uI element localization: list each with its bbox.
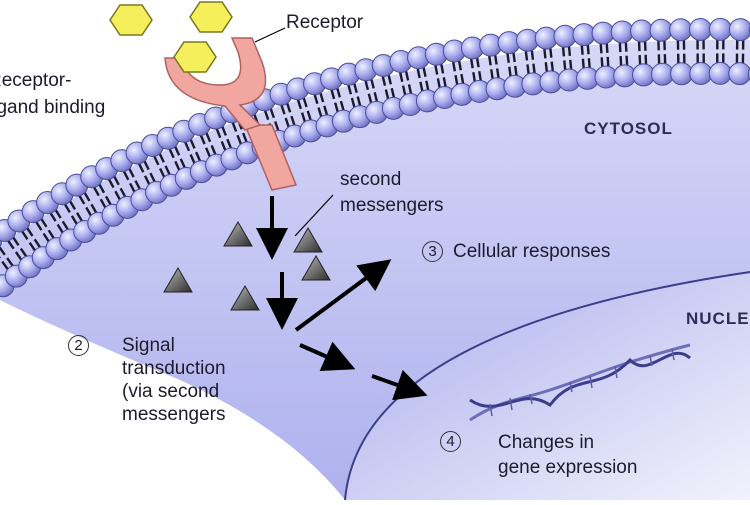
nucleus-label: NUCLEUS [686,307,750,330]
step4-number-wrap: 4 [440,430,471,453]
second-messengers-label-line2: messengers [340,194,444,217]
step2-line: transduction [122,357,226,380]
step2-line: Signal [122,334,226,357]
lipid-head [689,18,711,40]
lipid-head [690,62,712,84]
step2-line: messengers [122,403,226,426]
step3-text: Cellular responses [453,241,610,262]
lipid-head [650,19,672,41]
step4-gene-expression-label: Changes in gene expression [498,430,637,480]
step3-cellular-responses-label: 3 Cellular responses [422,240,610,263]
step4-number: 4 [440,431,461,452]
receptor-ligand-binding-label-line2: ligand binding [0,96,105,119]
lipid-head [631,20,653,42]
lipid-head [671,63,693,85]
lipid-head [729,19,750,41]
lipid-head [611,21,633,43]
lipid-head [729,63,750,85]
lipid-head [592,22,614,44]
step2-line: (via second [122,380,226,403]
step4-line: gene expression [498,455,637,480]
cytosol-label: CYTOSOL [584,117,673,140]
receptor-label: Receptor [286,11,363,34]
second-messengers-label-line1: second [340,168,401,191]
step2-number: 2 [68,335,89,356]
lipid-head [709,18,731,40]
lipid-head [670,19,692,41]
lipid-head [709,62,731,84]
step2-signal-transduction-label: Signal transduction (via second messenge… [122,334,226,426]
step3-number: 3 [422,241,443,262]
step4-line: Changes in [498,430,637,455]
step2-number-wrap: 2 [68,334,99,357]
receptor-ligand-binding-label-line1: Receptor- [0,69,71,92]
